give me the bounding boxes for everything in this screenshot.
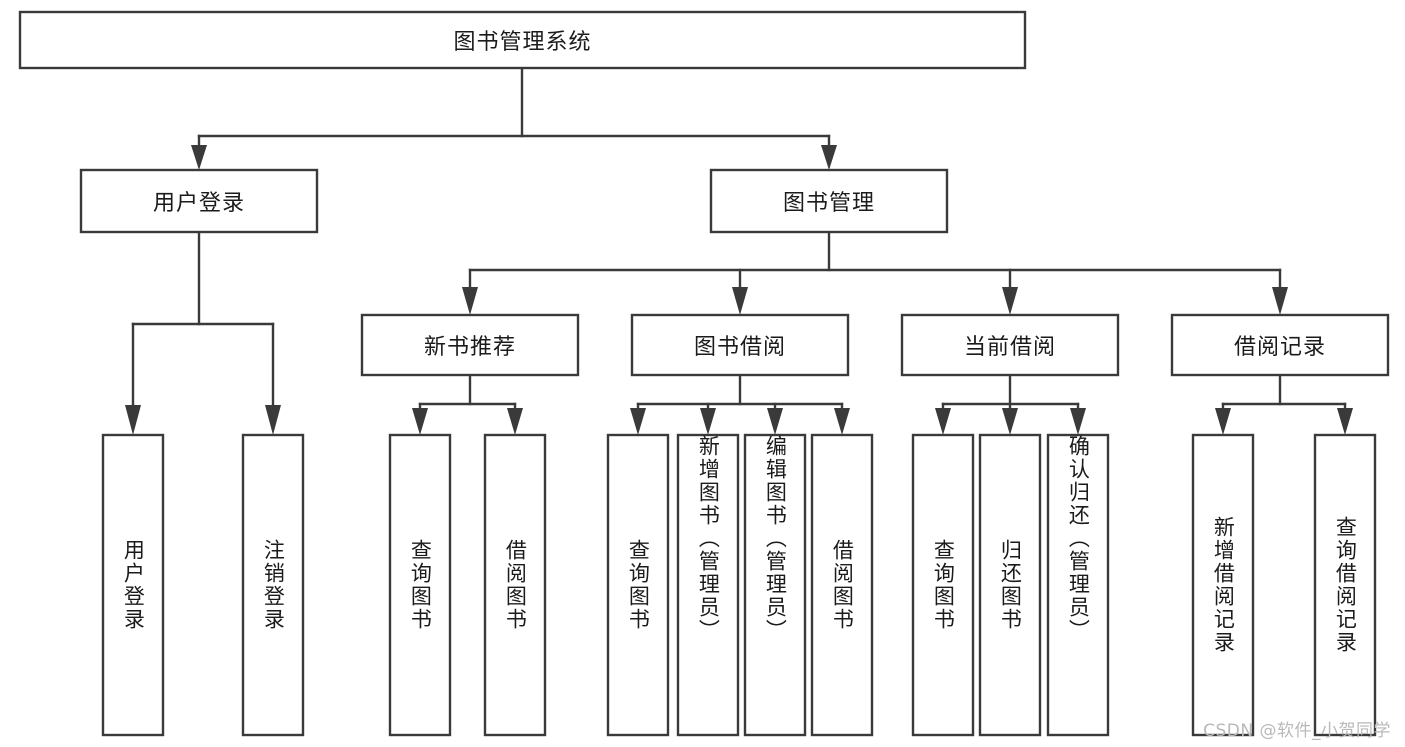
node-box-leaf-borrow-2[interactable] (676, 433, 740, 737)
connector-group-current (935, 373, 1086, 435)
csdn-watermark: CSDN @软件_小贺同学 (1203, 721, 1391, 741)
arrowhead-leaf-newbook-1 (412, 408, 428, 435)
arrowhead-leaf-login-1 (125, 405, 141, 435)
node-box-leaf-records-2[interactable] (1313, 433, 1377, 737)
arrowhead-leaf-current-3 (1070, 408, 1086, 435)
node-box-bookmgmt[interactable] (709, 168, 949, 234)
node-box-newbook[interactable] (360, 313, 580, 377)
arrowhead-leaf-borrow-4 (834, 408, 850, 435)
arrowhead-leaf-login-2 (265, 405, 281, 435)
arrowhead-current (1002, 287, 1018, 315)
connector-group-login (125, 230, 281, 435)
node-box-borrow[interactable] (630, 313, 850, 377)
node-box-leaf-current-1[interactable] (911, 433, 975, 737)
arrowhead-leaf-current-2 (1002, 408, 1018, 435)
connector-group-bookmgmt (462, 230, 1288, 315)
node-box-leaf-borrow-4[interactable] (810, 433, 874, 737)
arrowhead-leaf-records-1 (1215, 408, 1231, 435)
node-box-leaf-borrow-3[interactable] (743, 433, 807, 737)
arrowhead-login (191, 145, 207, 170)
node-box-leaf-login-1[interactable] (101, 433, 165, 737)
arrowhead-leaf-newbook-2 (507, 408, 523, 435)
arrowhead-newbook (462, 287, 478, 315)
node-box-leaf-current-3[interactable] (1046, 433, 1110, 737)
arrowhead-leaf-borrow-3 (767, 408, 783, 435)
node-box-leaf-borrow-1[interactable] (606, 433, 670, 737)
connector-group-root (191, 66, 837, 170)
arrowhead-bookmgmt (821, 145, 837, 170)
node-box-leaf-login-2[interactable] (241, 433, 305, 737)
arrowhead-leaf-current-1 (935, 408, 951, 435)
node-box-login[interactable] (79, 168, 319, 234)
node-box-root[interactable] (18, 10, 1027, 70)
connector-group-borrow (630, 373, 850, 435)
node-box-records[interactable] (1170, 313, 1390, 377)
node-box-leaf-newbook-2[interactable] (483, 433, 547, 737)
arrowhead-leaf-records-2 (1337, 408, 1353, 435)
connector-group-newbook (412, 373, 523, 435)
node-box-leaf-newbook-1[interactable] (388, 433, 452, 737)
node-box-current[interactable] (900, 313, 1120, 377)
arrowhead-records (1272, 287, 1288, 315)
arrowhead-borrow (732, 287, 748, 315)
node-box-leaf-current-2[interactable] (978, 433, 1042, 737)
arrowhead-leaf-borrow-1 (630, 408, 646, 435)
node-box-leaf-records-1[interactable] (1191, 433, 1255, 737)
arrowhead-leaf-borrow-2 (700, 408, 716, 435)
connector-group-records (1215, 373, 1353, 435)
